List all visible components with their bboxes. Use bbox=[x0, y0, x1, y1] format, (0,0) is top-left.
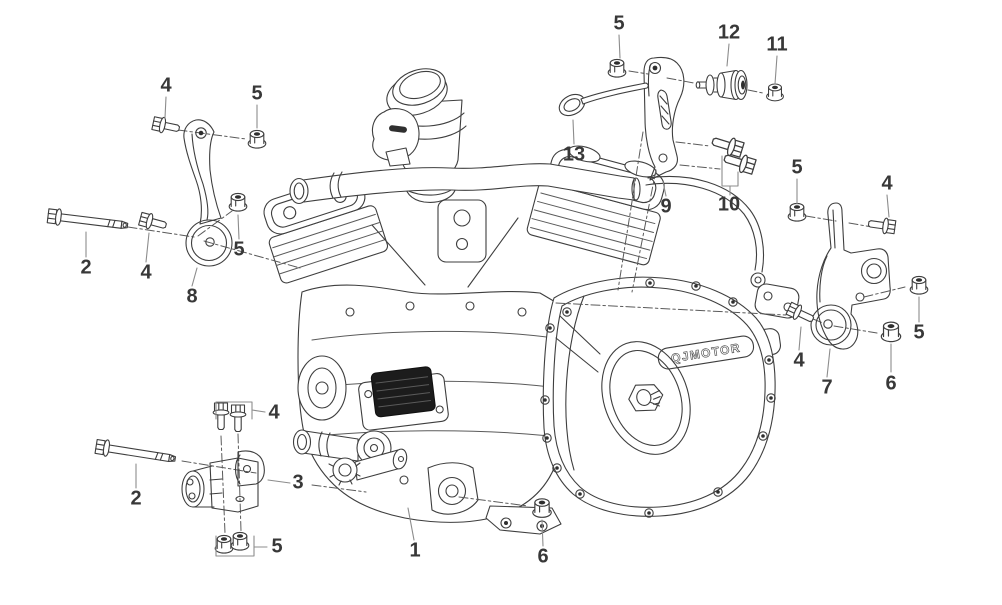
part-6-nut bbox=[880, 321, 902, 343]
regulator bbox=[358, 366, 449, 431]
qj-logo-mark bbox=[628, 384, 664, 412]
part-4-bolt bbox=[229, 404, 247, 433]
engine-illustration: QJMOTOR bbox=[263, 68, 800, 535]
part-5-nut bbox=[230, 531, 250, 551]
bottom-mount-lug bbox=[427, 462, 479, 515]
v-junction-lines bbox=[371, 217, 519, 288]
part-4-bolt bbox=[867, 215, 897, 236]
part-5-nut bbox=[607, 58, 627, 78]
part-3-bracket bbox=[181, 450, 265, 513]
part-7-bracket bbox=[810, 202, 891, 350]
part-4-bolt bbox=[137, 210, 169, 234]
output-shaft bbox=[328, 448, 408, 486]
part-12-damper bbox=[695, 69, 748, 101]
part-11-nut bbox=[766, 83, 784, 102]
connector-lines bbox=[215, 155, 739, 557]
leader-lines bbox=[85, 34, 920, 547]
part-5-nut bbox=[909, 275, 929, 295]
part-5-nut bbox=[228, 192, 248, 212]
fastener-parts bbox=[46, 58, 929, 554]
coolant-hose bbox=[289, 147, 641, 205]
part-10-bolt bbox=[709, 131, 746, 160]
part-6-nut bbox=[532, 498, 552, 518]
part-5-nut bbox=[214, 534, 234, 554]
bracket-parts bbox=[181, 56, 891, 513]
part-8-bracket bbox=[183, 119, 233, 267]
fuel-rail-pipe bbox=[645, 175, 766, 288]
part-5-nut bbox=[787, 202, 807, 222]
part-2-bolt-lower bbox=[94, 437, 177, 468]
part-9-bracket bbox=[643, 56, 685, 181]
cover-bolts bbox=[540, 278, 776, 518]
part-4-bolt bbox=[151, 114, 182, 137]
part-13-dipstick bbox=[558, 82, 649, 117]
part-2-bolt-upper bbox=[46, 207, 130, 235]
clutch-cover: QJMOTOR bbox=[540, 276, 776, 518]
part-5-nut bbox=[247, 129, 267, 149]
